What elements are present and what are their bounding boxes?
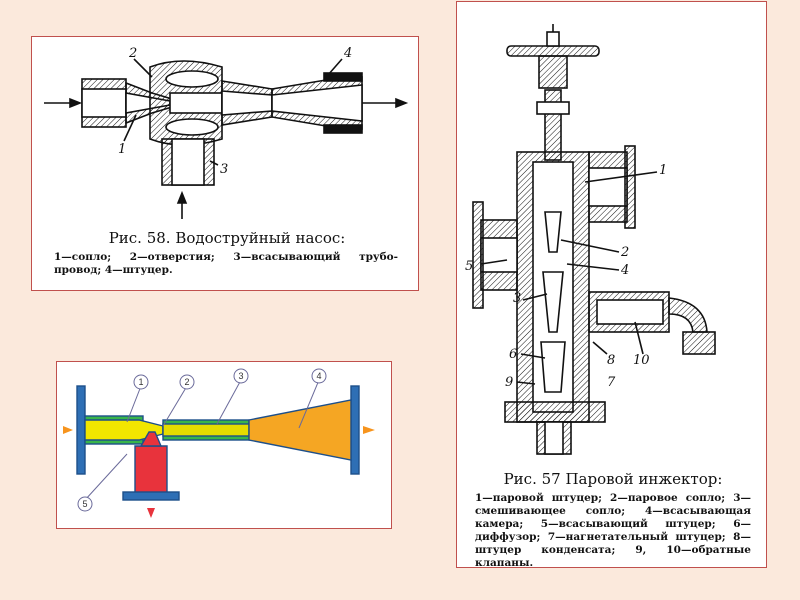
injector-label-2: 2 <box>620 245 629 260</box>
color-label-2: 2 <box>184 377 189 387</box>
injector-label-7: 7 <box>607 375 616 390</box>
injector-label-4: 4 <box>620 263 629 278</box>
color-label-5: 5 <box>82 499 87 509</box>
pump-label-1: 1 <box>118 142 126 157</box>
injector-label-1: 1 <box>659 163 667 178</box>
color-label-1: 1 <box>138 377 143 387</box>
injector-caption-title: Рис. 57 Паровой инжектор: <box>503 470 723 488</box>
steam-injector-drawing: 1 2 4 5 3 6 8 9 10 7 <box>465 24 716 455</box>
injector-label-6: 6 <box>509 347 517 362</box>
injector-label-10: 10 <box>633 353 650 368</box>
pump-label-2: 2 <box>128 46 137 61</box>
pump-caption-title: Рис. 58. Водоструйный насос: <box>108 229 346 247</box>
water-jet-pump-drawing: 2 1 4 3 <box>44 46 409 219</box>
injector-label-8: 8 <box>607 353 615 368</box>
pump-label-4: 4 <box>343 46 352 61</box>
color-label-4: 4 <box>316 371 321 381</box>
color-label-3: 3 <box>238 371 243 381</box>
injector-label-5: 5 <box>465 259 473 274</box>
pump-label-3: 3 <box>220 162 228 177</box>
pump-caption-body: 1—сопло; 2—отверстия; 3—всасывающий труб… <box>54 251 398 276</box>
colored-pump-drawing: 1 2 3 4 5 <box>63 368 375 518</box>
injector-caption-body: 1—паровой штуцер; 2—паровое сопло; 3—сме… <box>475 492 751 568</box>
steam-injector-figure: 1 2 4 5 3 6 8 9 10 7 Рис. 57 Паровой инж… <box>456 1 767 568</box>
injector-label-3: 3 <box>513 291 521 306</box>
water-jet-pump-figure: 2 1 4 3 Рис. 58. Водоструйный насос: 1—с… <box>31 36 419 291</box>
colored-pump-figure: 1 2 3 4 5 <box>56 361 392 529</box>
injector-label-9: 9 <box>505 375 513 390</box>
